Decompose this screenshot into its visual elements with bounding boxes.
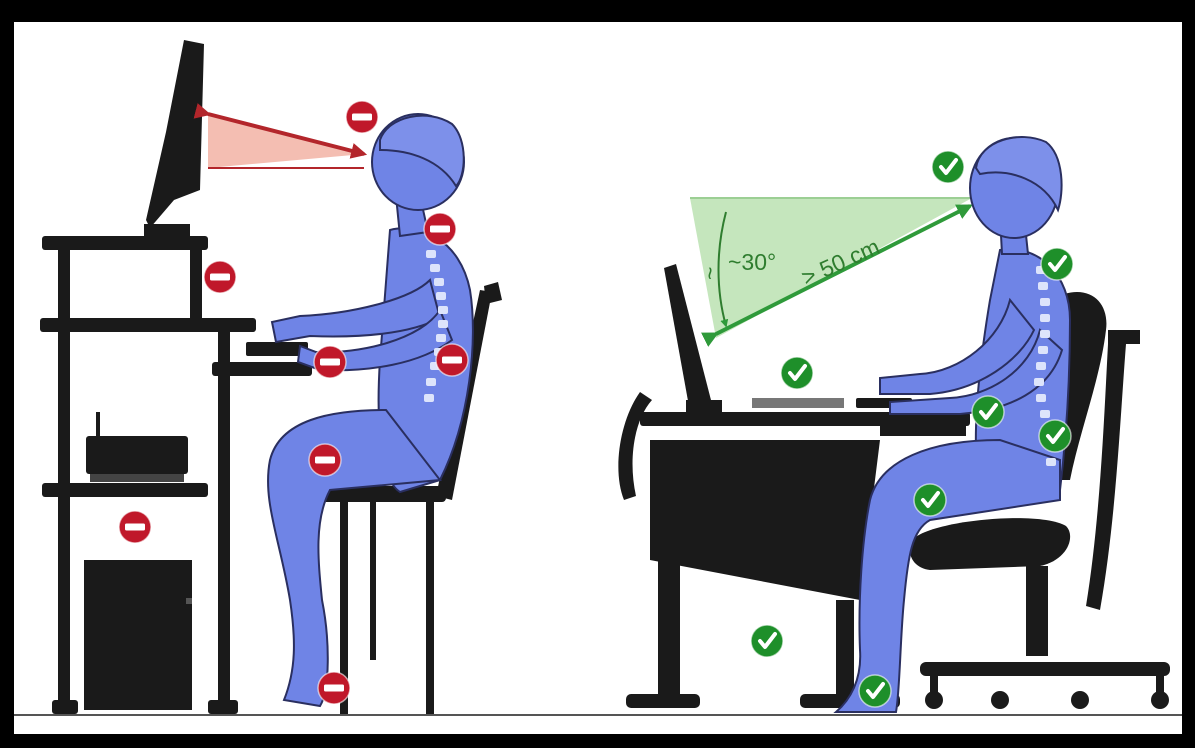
checkmark-icon — [1041, 248, 1073, 280]
checkmark-icon — [751, 625, 783, 657]
no-entry-icon — [119, 511, 151, 543]
checkmark-icon — [859, 675, 891, 707]
no-entry-icon — [436, 344, 468, 376]
no-entry-icon — [318, 672, 350, 704]
pc-tower — [84, 560, 192, 710]
document-stand — [752, 398, 844, 408]
no-entry-icon — [309, 444, 341, 476]
angle-label: ~30° — [728, 249, 776, 275]
checkmark-icon — [781, 357, 813, 389]
no-entry-icon — [314, 346, 346, 378]
checkmark-icon — [932, 151, 964, 183]
checkmark-icon — [914, 484, 946, 516]
checkmark-icon — [1039, 420, 1071, 452]
no-entry-icon — [346, 101, 378, 133]
no-entry-icon — [204, 261, 236, 293]
checkmark-icon — [972, 396, 1004, 428]
angle-tilde: ~ — [697, 267, 723, 280]
no-entry-icon — [424, 213, 456, 245]
